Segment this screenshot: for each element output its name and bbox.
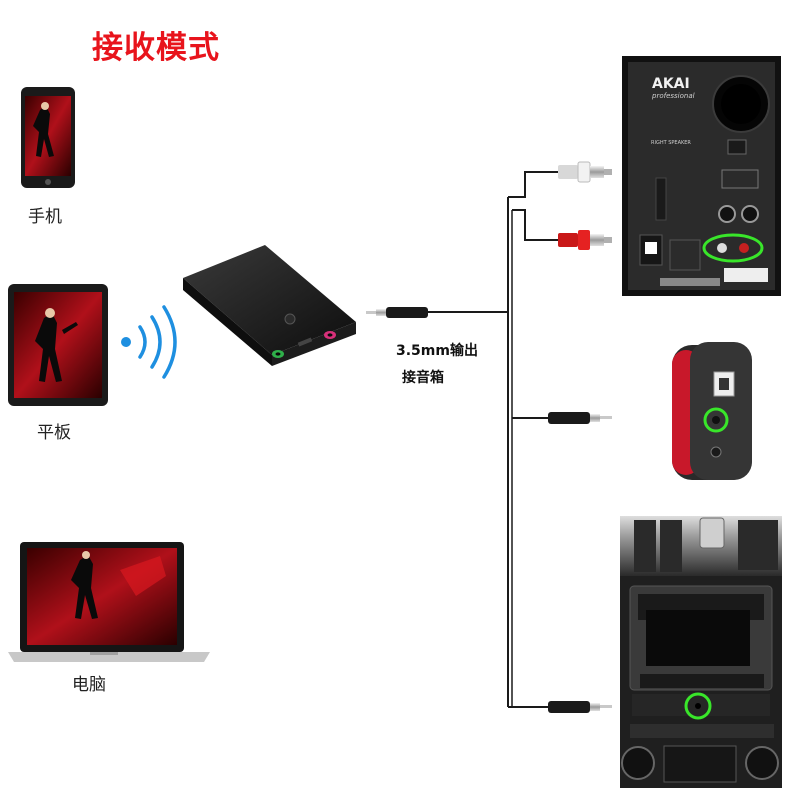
aux-cable-portable <box>512 412 612 424</box>
page-title: 接收模式 <box>92 30 220 66</box>
aux-cable-car <box>508 701 612 713</box>
bluetooth-receiver <box>183 245 356 366</box>
portable-speaker <box>672 342 752 480</box>
speaker-brand-sub: professional <box>651 92 695 100</box>
phone-device <box>21 87 75 188</box>
output-caption-line2: 接音箱 <box>402 370 444 386</box>
output-caption-line1: 3.5mm输出 <box>396 343 478 359</box>
speaker-brand: AKAI <box>652 76 690 92</box>
speaker-heading: RIGHT SPEAKER <box>651 140 691 146</box>
speaker-rear-panel <box>622 56 781 296</box>
main-audio-cable <box>366 307 508 318</box>
phone-label: 手机 <box>28 207 62 227</box>
tablet-device <box>8 284 108 406</box>
laptop-device <box>8 542 210 662</box>
wireless-signal-icon <box>121 305 177 379</box>
rca-cable <box>508 161 612 250</box>
laptop-label: 电脑 <box>72 675 106 695</box>
tablet-label: 平板 <box>37 423 71 443</box>
car-stereo <box>620 516 782 788</box>
